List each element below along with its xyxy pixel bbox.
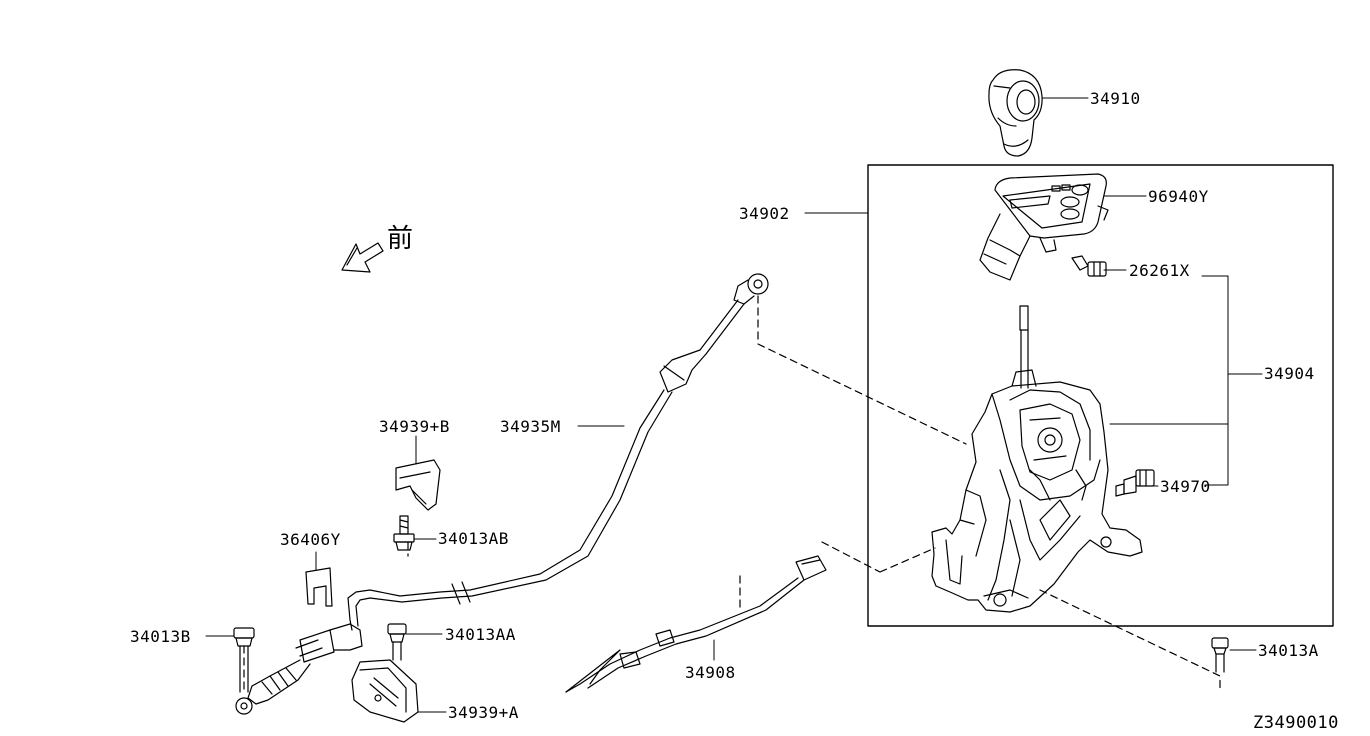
bulb-socket — [1071, 255, 1107, 277]
front-label: 前 — [387, 224, 414, 254]
part-label-34013aa[interactable]: 34013AA — [445, 625, 516, 644]
front-arrow — [341, 242, 384, 273]
part-label-34970[interactable]: 34970 — [1160, 477, 1211, 496]
indicator-panel — [979, 173, 1109, 281]
part-label-96940y[interactable]: 96940Y — [1148, 187, 1209, 206]
part-label-34013a[interactable]: 34013A — [1258, 641, 1319, 660]
bolt-34013aa — [387, 623, 407, 661]
wire-harness — [565, 555, 827, 693]
control-cable — [235, 273, 769, 715]
switch-34970 — [1115, 469, 1155, 497]
part-label-34904[interactable]: 34904 — [1264, 364, 1315, 383]
part-label-36406y[interactable]: 36406Y — [280, 530, 341, 549]
diagram-code: Z3490010 — [1253, 713, 1339, 733]
part-label-34908[interactable]: 34908 — [685, 663, 736, 682]
bracket-34939b — [395, 459, 441, 511]
bolt-34013ab — [393, 515, 415, 551]
bracket-34939a — [351, 659, 419, 723]
part-label-34935m[interactable]: 34935M — [500, 417, 561, 436]
part-label-34910[interactable]: 34910 — [1090, 89, 1141, 108]
leader-lines — [205, 97, 1263, 713]
dashed-lines — [243, 295, 1221, 695]
part-label-34939a[interactable]: 34939+A — [448, 703, 519, 722]
part-label-34902[interactable]: 34902 — [739, 204, 790, 223]
shifter-device — [931, 369, 1143, 613]
shift-lever-rod — [1019, 305, 1029, 389]
part-label-34013b[interactable]: 34013B — [130, 627, 191, 646]
bolt-34013a — [1211, 637, 1229, 673]
shift-knob — [988, 69, 1043, 157]
part-label-34939b[interactable]: 34939+B — [379, 417, 450, 436]
assembly-box — [867, 164, 1334, 627]
part-label-34013ab[interactable]: 34013AB — [438, 529, 509, 548]
bolt-34013b — [233, 627, 255, 693]
clip-36406y — [305, 567, 333, 607]
part-label-26261x[interactable]: 26261X — [1129, 261, 1190, 280]
